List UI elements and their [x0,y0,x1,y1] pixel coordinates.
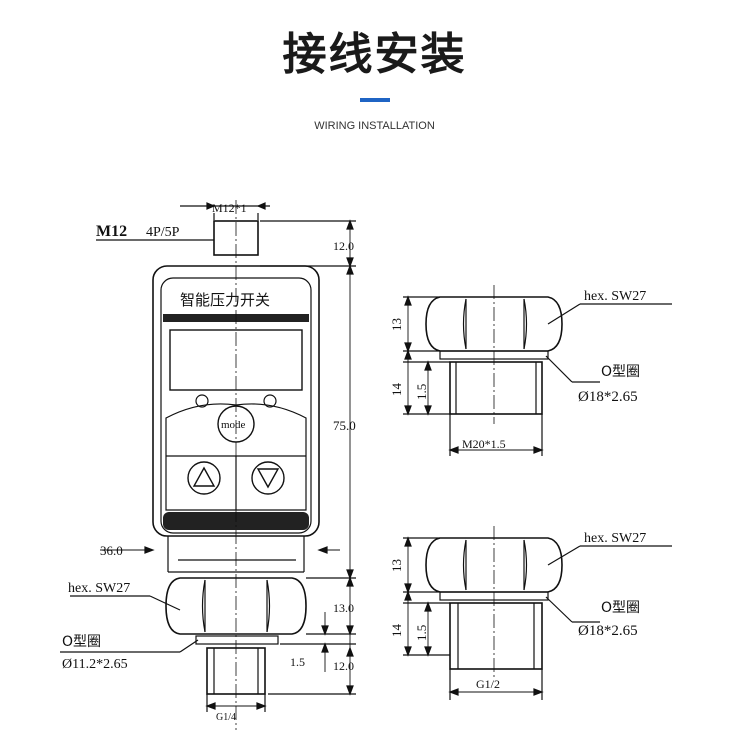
dim-gap: 1.5 [290,655,305,669]
top-thread-label: M20*1.5 [462,437,506,451]
page-subtitle: WIRING INSTALLATION [314,120,435,132]
bottom-hex-label: hex. SW27 [584,531,646,546]
dim-height: 75.0 [333,418,356,433]
dim-bottom: 12.0 [333,659,354,673]
top-dim-gap: 1.5 [414,384,429,400]
o-ring [195,635,279,645]
dim-hex: 13.0 [333,601,354,615]
top-dim-thread: 14 [389,383,404,397]
bottom-oring-label: O型圈 [601,600,640,616]
bottom-dim-hex: 13 [389,559,404,572]
dim-top: 12.0 [333,239,354,253]
top-oring-label: O型圈 [601,364,640,380]
fitting-bottom-drawing [403,526,672,700]
m12-pins-label: 4P/5P [146,225,180,240]
panel-label: 智能压力开关 [180,291,270,309]
led-right [263,394,277,408]
main-oring-label: O型圈 [62,634,101,650]
main-hex-label: hex. SW27 [68,581,130,596]
fitting-top-drawing [403,285,672,456]
up-button[interactable] [187,461,221,495]
triangle-up-icon [192,466,216,487]
led-left [195,394,209,408]
dim-width: 36.0 [100,543,123,558]
m12-thread-label: M12*1 [212,201,247,215]
main-device-drawing [60,200,356,730]
main-thread-label: G1/4 [216,712,236,723]
main-oring-size: Ø11.2*2.65 [62,657,128,672]
mode-button-label: mode [221,419,246,431]
top-hex-label: hex. SW27 [584,289,646,304]
bottom-dim-thread: 14 [389,624,404,638]
bottom-dim-gap: 1.5 [414,625,429,641]
bottom-oring-size: Ø18*2.65 [578,623,638,639]
top-oring-size: Ø18*2.65 [578,389,638,405]
down-button[interactable] [251,461,285,495]
bottom-thread-label: G1/2 [476,677,500,691]
title-accent-bar [360,98,390,102]
page-title: 接线安装 [282,29,467,80]
triangle-down-icon [256,468,280,489]
m12-label: M12 [96,223,127,240]
hex-nut [165,577,307,635]
top-dim-hex: 13 [389,318,404,331]
